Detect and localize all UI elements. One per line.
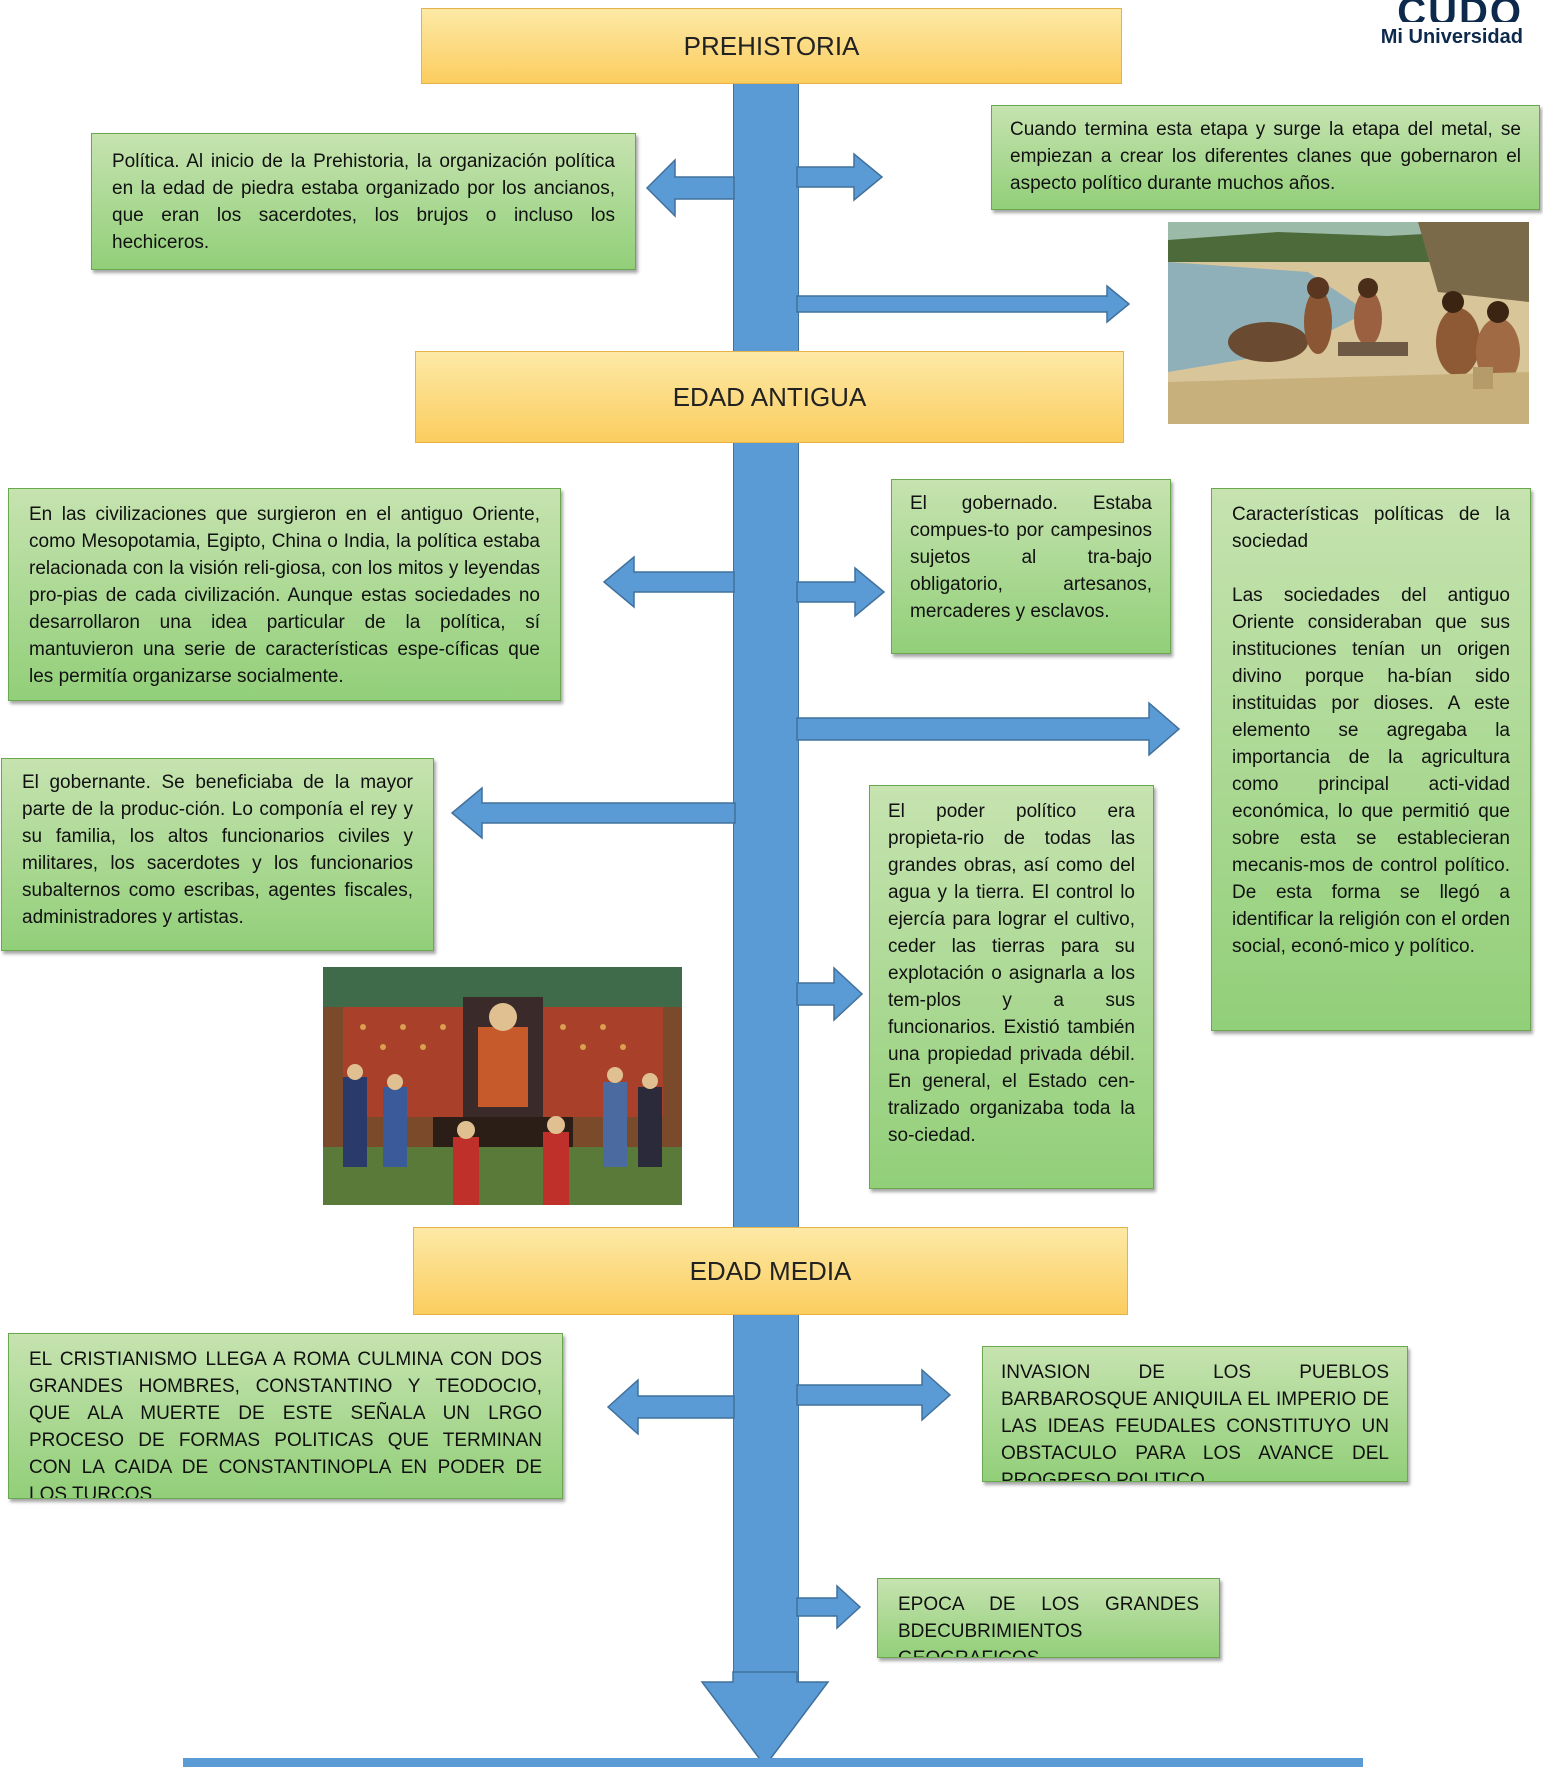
timeline-end-arrow — [700, 1671, 830, 1767]
arrow-left — [602, 555, 735, 609]
note-antigua-caracteristicas: Características políticas de la sociedad… — [1211, 488, 1531, 1031]
note-antigua-gobernante: El gobernante. Se beneficiaba de la mayo… — [1, 758, 434, 951]
bottom-bar — [183, 1758, 1363, 1767]
note-text: Política. Al inicio de la Prehistoria, l… — [112, 151, 615, 253]
note-prehistoria-politica: Política. Al inicio de la Prehistoria, l… — [91, 133, 636, 270]
note-antigua-gobernado: El gobernado. Estaba compues-to por camp… — [891, 479, 1171, 654]
header-prehistoria: PREHISTORIA — [421, 8, 1122, 84]
arrow-right — [796, 1368, 952, 1422]
header-edad-antigua-label: EDAD ANTIGUA — [672, 381, 867, 412]
arrow-right — [796, 284, 1131, 324]
logo-mark: CUDO — [1397, 0, 1523, 22]
arrow-right — [796, 152, 884, 202]
royal-court-image — [323, 967, 682, 1205]
header-edad-media: EDAD MEDIA — [413, 1227, 1128, 1315]
note-media-cristianismo: EL CRISTIANISMO LLEGA A ROMA CULMINA CON… — [8, 1333, 563, 1499]
note-text: EPOCA DE LOS GRANDES BDECUBRIMIENTOS GEO… — [898, 1594, 1199, 1657]
header-edad-antigua: EDAD ANTIGUA — [415, 351, 1124, 443]
note-text: INVASION DE LOS PUEBLOS BARBAROSQUE ANIQ… — [1001, 1362, 1389, 1482]
arrow-right — [796, 966, 864, 1022]
prehistoric-people-image — [1168, 222, 1529, 424]
arrow-right — [796, 566, 886, 618]
arrow-left — [645, 158, 735, 218]
note-antigua-poder: El poder político era propieta-rio de to… — [869, 785, 1154, 1189]
note-antigua-civilizaciones: En las civilizaciones que surgieron en e… — [8, 488, 561, 701]
note-text: El gobernante. Se beneficiaba de la mayo… — [22, 772, 413, 928]
arrow-left — [606, 1378, 735, 1436]
header-prehistoria-label: PREHISTORIA — [683, 30, 860, 61]
arrow-right — [796, 701, 1181, 757]
note-text: El poder político era propieta-rio de to… — [888, 801, 1135, 1146]
note-text: En las civilizaciones que surgieron en e… — [29, 504, 540, 687]
note-text: Cuando termina esta etapa y surge la eta… — [1010, 119, 1521, 194]
note-media-epoca: EPOCA DE LOS GRANDES BDECUBRIMIENTOS GEO… — [877, 1578, 1220, 1658]
timeline-spine — [733, 84, 799, 1682]
note-media-invasion: INVASION DE LOS PUEBLOS BARBAROSQUE ANIQ… — [982, 1346, 1408, 1482]
note-text: Las sociedades del antiguo Oriente consi… — [1232, 585, 1510, 957]
arrow-right — [796, 1584, 862, 1630]
header-edad-media-label: EDAD MEDIA — [689, 1255, 852, 1286]
arrow-left — [450, 786, 736, 840]
note-text: El gobernado. Estaba compues-to por camp… — [910, 493, 1152, 622]
university-logo: CUDO Mi Universidad — [1381, 0, 1523, 49]
logo-text: Mi Universidad — [1380, 26, 1523, 48]
note-prehistoria-metal: Cuando termina esta etapa y surge la eta… — [991, 105, 1540, 210]
note-text: EL CRISTIANISMO LLEGA A ROMA CULMINA CON… — [29, 1349, 542, 1499]
note-title: Características políticas de la sociedad — [1232, 504, 1510, 552]
